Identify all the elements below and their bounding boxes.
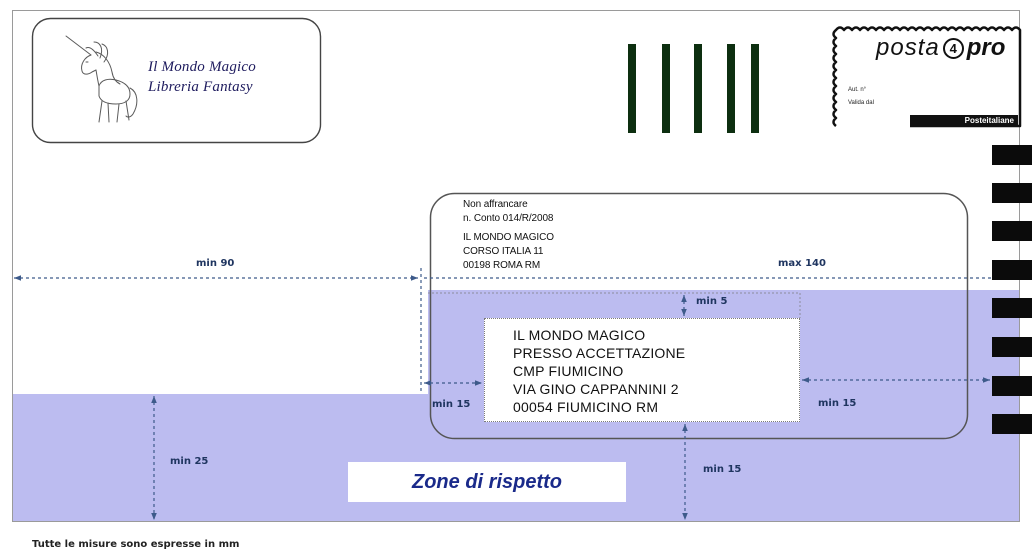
indexing-mark xyxy=(992,414,1032,434)
indexing-mark xyxy=(992,183,1032,203)
min-15-left-label: min 15 xyxy=(432,399,471,410)
indexing-mark xyxy=(992,221,1032,241)
address-clearance-guide xyxy=(428,292,801,318)
min-15-bottom-label: min 15 xyxy=(703,464,742,475)
sender-area-frame xyxy=(429,192,969,440)
measurement-footnote: Tutte le misure sono espresse in mm xyxy=(32,539,240,550)
indexing-mark xyxy=(992,145,1032,165)
stamp-perforated-frame xyxy=(832,26,1022,128)
postal-bar xyxy=(751,44,759,133)
postal-bar xyxy=(694,44,702,133)
sender-line: 00198 ROMA RM xyxy=(463,260,541,271)
indexing-mark xyxy=(992,376,1032,396)
recipient-line: IL MONDO MAGICO xyxy=(513,327,646,343)
postal-code-bars xyxy=(628,44,759,133)
recipient-line: VIA GINO CAPPANNINI 2 xyxy=(513,381,679,397)
stamp-validity-label: Valida dal xyxy=(848,100,874,106)
sender-block: Non affrancare n. Conto 014/R/2008 IL MO… xyxy=(463,198,554,273)
postal-bar xyxy=(727,44,735,133)
min-15-right-label: min 15 xyxy=(818,398,857,409)
logo-subtitle: Libreria Fantasy xyxy=(148,79,253,95)
stamp-issuer-label: Posteitaliane xyxy=(964,116,1014,125)
logo-title: Il Mondo Magico xyxy=(148,59,256,75)
indexing-mark xyxy=(992,298,1032,318)
stamp-brand-number: 4 xyxy=(942,37,964,59)
recipient-line: 00054 FIUMICINO RM xyxy=(513,399,659,415)
max-140-label: max 140 xyxy=(778,258,826,269)
unicorn-icon xyxy=(65,35,138,123)
min-90-label: min 90 xyxy=(196,258,235,269)
stamp-authorization-label: Aut. n° xyxy=(848,87,867,93)
stamp-brand-suffix: pro xyxy=(966,34,1006,61)
indexing-marks xyxy=(992,145,1032,434)
zone-label-box: Zone di rispetto xyxy=(348,462,626,502)
sender-line: n. Conto 014/R/2008 xyxy=(463,213,554,224)
zone-label: Zone di rispetto xyxy=(412,470,562,493)
sender-line: CORSO ITALIA 11 xyxy=(463,246,544,257)
address-window: IL MONDO MAGICO PRESSO ACCETTAZIONE CMP … xyxy=(484,318,800,422)
stamp-brand: posta 4 pro xyxy=(876,34,1005,62)
logo-frame xyxy=(31,17,322,144)
indexing-mark xyxy=(992,337,1032,357)
recipient-line: PRESSO ACCETTAZIONE xyxy=(513,345,686,361)
sender-line: IL MONDO MAGICO xyxy=(463,232,554,243)
recipient-line: CMP FIUMICINO xyxy=(513,363,624,379)
min-25-label: min 25 xyxy=(170,456,209,467)
postal-bar xyxy=(628,44,636,133)
min-5-label: min 5 xyxy=(696,296,728,307)
postal-bar xyxy=(662,44,670,133)
sender-line: Non affrancare xyxy=(463,199,528,210)
stamp-issuer-bar: Posteitaliane xyxy=(910,115,1018,126)
stamp-brand-prefix: posta xyxy=(876,34,940,61)
recipient-address: IL MONDO MAGICO PRESSO ACCETTAZIONE CMP … xyxy=(513,326,685,416)
indexing-mark xyxy=(992,260,1032,280)
